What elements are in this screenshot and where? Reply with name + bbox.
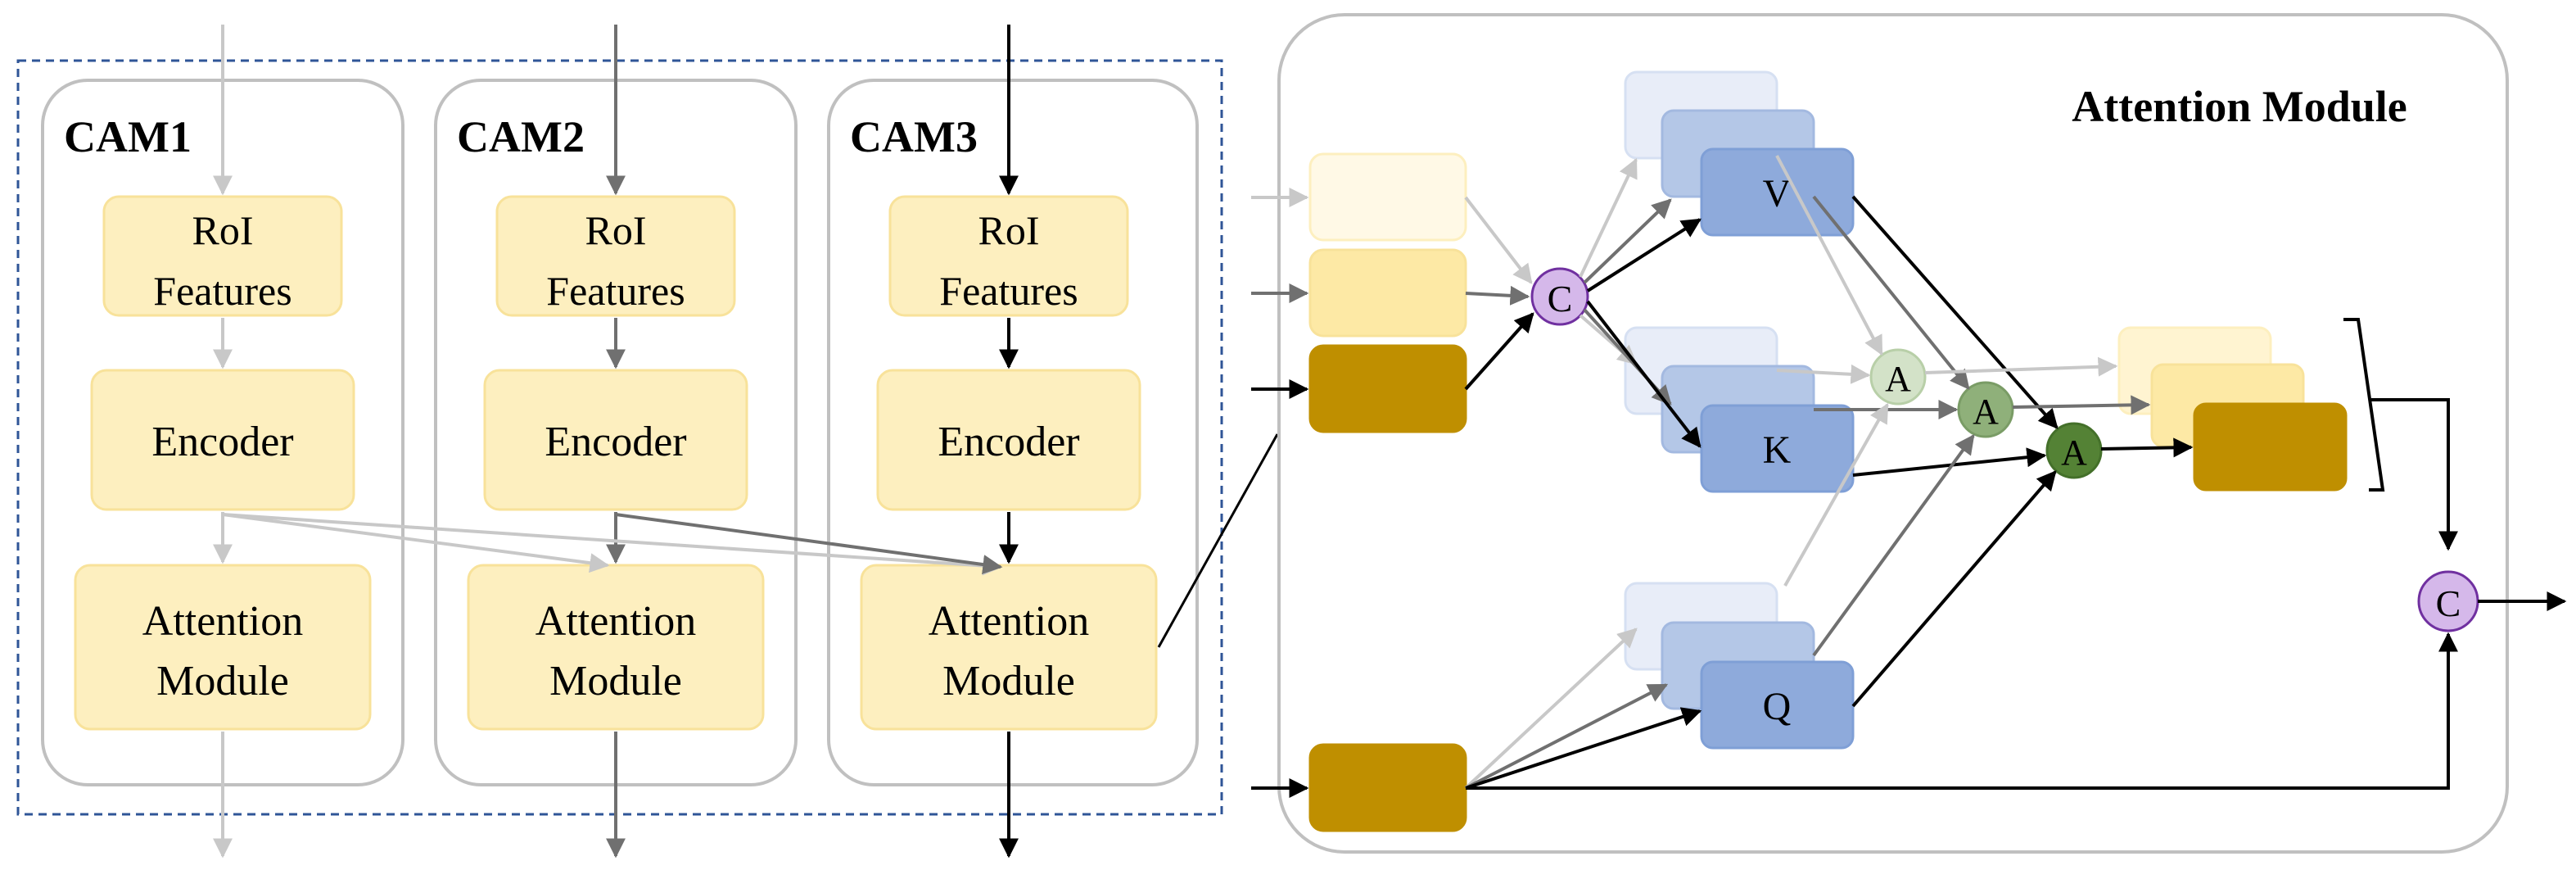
k-label: K [1763,428,1792,472]
query-to-q-front [1465,707,1702,790]
input-box-mid [1308,248,1467,338]
cam2-roi-line1: RoI [585,207,647,253]
concat-to-v-middle [1583,198,1672,284]
attn-label-dark: A [2061,433,2087,473]
concat-label: C [1548,278,1573,319]
cam2-attn-box [467,564,765,731]
q-stack: Q [1624,582,1855,750]
v-stack: V [1624,70,1855,237]
attn-circle-light [1869,348,1927,406]
cam1-block: CAM1 RoI Features Encoder Attention Modu… [41,25,404,859]
cam3-title: CAM3 [850,112,978,161]
v-label: V [1763,172,1792,215]
concat-circle [1530,267,1589,326]
v-front-to-attn [1851,195,2059,429]
attn-label-light: A [1885,359,1911,399]
q-middle-to-attn [1812,434,1975,657]
cam1-to-cam3-attn-arrow [222,513,1003,576]
bracket-to-output-concat [2371,398,2458,551]
v-box-front [1700,147,1855,237]
k-back-to-attn [1776,364,1871,384]
cam3-roi-box [888,195,1129,317]
q-back-to-attn [1783,402,1889,587]
cam1-to-cam2-attn-arrow [222,513,610,573]
q-front-to-attn [1851,470,2057,708]
query-bypass-to-output-concat [1466,632,2458,790]
attn-label-mid: A [1973,392,1999,432]
input-box-dark [1308,344,1467,433]
k-box-front [1700,404,1855,493]
cam3-roi-line2: Features [939,268,1078,314]
attn-light-to-output [1924,356,2118,377]
input-light-to-concat [1464,196,1533,284]
cam1-title: CAM1 [64,112,192,161]
cam1-roi-box [102,195,343,317]
input-features [1251,152,1467,832]
attention-module-panel [1277,13,2509,854]
cam1-roi-line1: RoI [192,207,254,253]
input-dark-to-concat [1464,312,1534,391]
query-to-q-middle [1465,683,1669,790]
cam3-block: CAM3 RoI Features Encoder Attention Modu… [827,25,1199,859]
cam1-roi-line2: Features [153,268,291,314]
v-middle-to-attn [1812,195,1970,390]
output-box-dark [2193,402,2348,492]
zoom-line-top [1157,433,1279,648]
v-back-to-attn [1775,155,1883,356]
cam1-attn-box [74,564,372,731]
cam2-attn-line2: Module [549,658,682,705]
concat-to-v-front [1586,218,1702,292]
q-label: Q [1763,685,1792,728]
cam2-roi-box [495,195,736,317]
cam1-encoder-box [90,369,355,511]
output-stack [2117,326,2348,492]
cam1-attn-line1: Attention [142,598,303,645]
attention-module-title: Attention Module [2072,82,2407,131]
attn-mid-to-output [2012,395,2151,415]
cam3-encoder-box [876,369,1141,511]
cam3-attn-line2: Module [942,658,1075,705]
cam2-title: CAM2 [457,112,585,161]
cam2-encoder-label: Encoder [545,419,686,465]
cam3-roi-line1: RoI [978,207,1040,253]
cam2-block: CAM2 RoI Features Encoder Attention Modu… [434,25,798,859]
cam2-encoder-box [483,369,748,511]
output-concat-label: C [2436,582,2461,624]
input-mid-to-concat [1465,285,1530,306]
attn-dark-to-output [2100,437,2194,458]
cam1-encoder-label: Encoder [151,419,293,465]
output-bracket [2343,318,2385,492]
cam2-roi-line2: Features [546,268,685,314]
cross-cam-connections [222,513,1003,576]
input-box-light [1308,152,1467,242]
cam2-attn-line1: Attention [536,598,696,645]
cam2-to-cam3-attn-arrow [615,513,1003,574]
concat-to-v-back [1579,157,1638,278]
attn-circle-mid [1957,381,2014,438]
query-input-box [1308,743,1467,832]
cam3-attn-line1: Attention [929,598,1089,645]
attn-circle-dark [2045,422,2103,479]
cam1-attn-line2: Module [156,658,289,705]
query-to-q-back [1464,628,1638,790]
concat-to-k-front [1586,300,1702,448]
cam3-encoder-label: Encoder [938,419,1079,465]
k-front-to-attn [1852,447,2047,477]
cam3-attn-box [860,564,1158,731]
cam-group-dashed-border [16,59,1223,816]
